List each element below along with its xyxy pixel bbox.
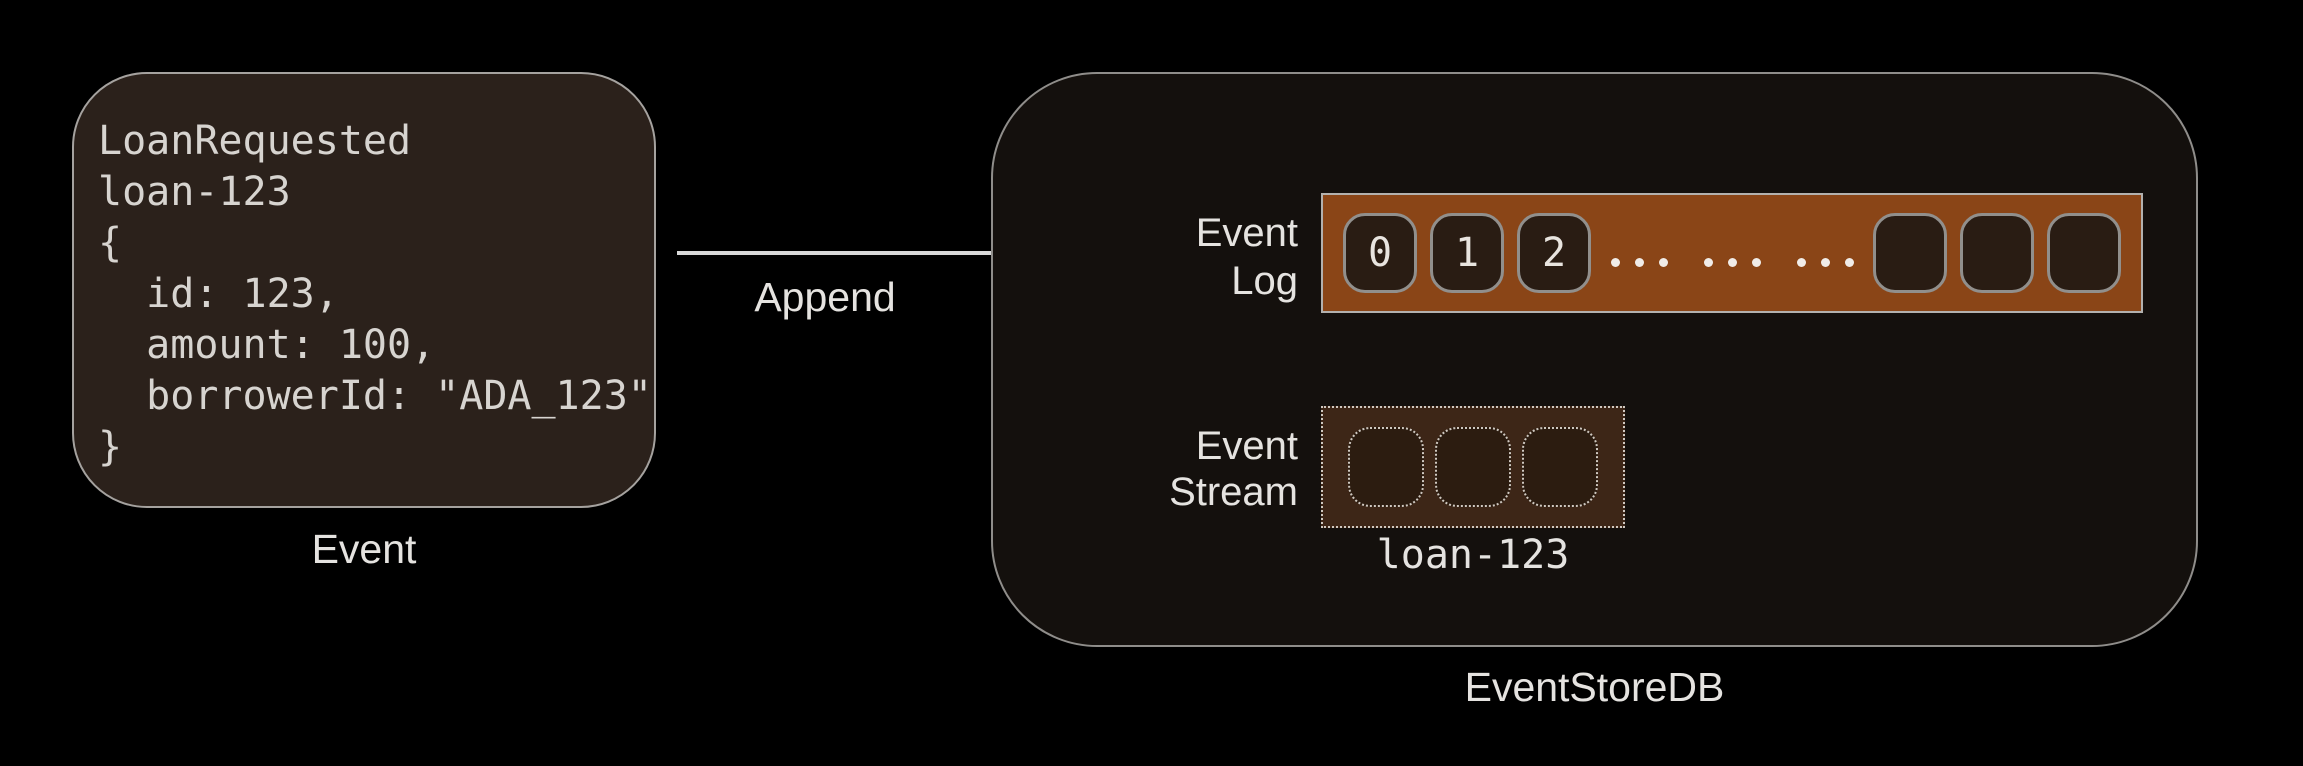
event-caption: Event (311, 526, 417, 572)
event-stream-label-line2: Stream (1169, 470, 1298, 514)
ellipsis-dot (1751, 257, 1761, 267)
event-card: LoanRequested loan-123 { id: 123, amount: … (72, 72, 656, 508)
ellipsis-dot (1658, 257, 1668, 267)
code-line: { (98, 220, 123, 266)
stream-cell-empty (1435, 427, 1511, 507)
event-stream-box (1321, 406, 1625, 528)
append-label: Append (754, 274, 896, 320)
ellipsis-dot-group (1610, 257, 1668, 267)
event-stream-label: Event Stream (1060, 423, 1298, 515)
log-cell-0: 0 (1343, 213, 1417, 293)
code-line: borrowerId: "ADA_123" (98, 373, 652, 419)
log-cell-empty (2047, 213, 2121, 293)
ellipsis-dots (1604, 257, 1860, 267)
code-line: LoanRequested (98, 118, 412, 164)
log-cell-2: 2 (1517, 213, 1591, 293)
log-cell-empty (1873, 213, 1947, 293)
stream-cell-empty (1522, 427, 1598, 507)
eventstoredb-caption: EventStoreDB (1464, 664, 1725, 710)
code-line: amount: 100, (98, 322, 436, 368)
code-line: } (98, 424, 123, 470)
event-code-block: LoanRequested loan-123 { id: 123, amount: … (98, 116, 652, 473)
event-log-label-line2: Log (1231, 259, 1298, 303)
code-line: id: 123, (98, 271, 339, 317)
log-cell-empty (1960, 213, 2034, 293)
ellipsis-dot (1703, 257, 1713, 267)
event-log-label: Event Log (1060, 209, 1298, 305)
ellipsis-dot (1844, 257, 1854, 267)
ellipsis-dot (1634, 257, 1644, 267)
event-log-label-line1: Event (1195, 211, 1298, 255)
stream-cell-empty (1348, 427, 1424, 507)
ellipsis-dot (1727, 257, 1737, 267)
event-stream-label-line1: Event (1195, 424, 1298, 468)
stream-name-caption: loan-123 (1376, 532, 1570, 578)
code-line: loan-123 (98, 169, 291, 215)
log-cell-1: 1 (1430, 213, 1504, 293)
ellipsis-dot (1796, 257, 1806, 267)
eventstoredb-container (991, 72, 2198, 647)
ellipsis-dot (1610, 257, 1620, 267)
ellipsis-dot-group (1703, 257, 1761, 267)
ellipsis-dot-group (1796, 257, 1854, 267)
ellipsis-dot (1820, 257, 1830, 267)
